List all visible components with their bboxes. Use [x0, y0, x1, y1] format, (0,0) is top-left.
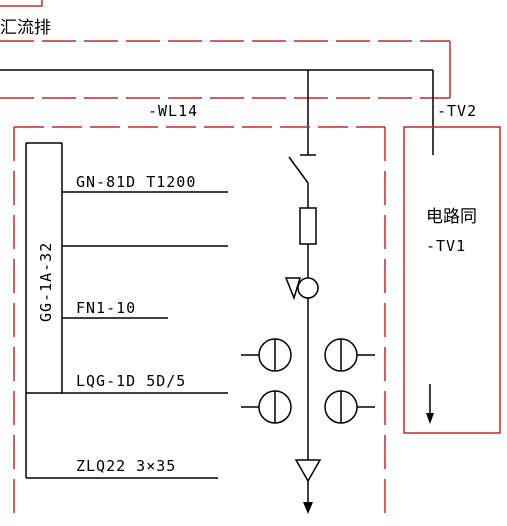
- busbar-frame: [0, 40, 451, 99]
- cabinet-model-label: GG-1A-32: [37, 242, 55, 322]
- load-switch-spec: FN1-10: [76, 299, 136, 317]
- ct-spec: LQG-1D 5D/5: [76, 372, 186, 390]
- tv2-outgoing-arrow: [426, 384, 434, 424]
- cabinet-label: -WL14: [148, 102, 198, 120]
- fuse-symbol: [299, 207, 317, 245]
- outgoing-arrow-icon: [303, 502, 313, 514]
- disconnector-spec: GN-81D T1200: [76, 173, 196, 191]
- tv2-frame: [403, 126, 501, 434]
- cable-terminal-symbol: [294, 459, 322, 483]
- current-transformer-symbols: [241, 338, 375, 424]
- cabinet-frame: [13, 126, 386, 522]
- busbar-line: [0, 69, 434, 156]
- disconnector-symbol: [288, 156, 309, 184]
- cable-spec: ZLQ22 3×35: [76, 457, 176, 475]
- load-switch-symbol: [284, 277, 302, 301]
- spec-table: [25, 142, 228, 479]
- tv2-label: -TV2: [437, 102, 477, 120]
- busbar-label: 汇流排: [0, 18, 51, 38]
- switchgear-symbols: [241, 156, 375, 504]
- same-circuit-label: 电路同: [426, 207, 477, 227]
- title-frame: [0, 0, 43, 7]
- tv1-label: -TV1: [426, 237, 466, 255]
